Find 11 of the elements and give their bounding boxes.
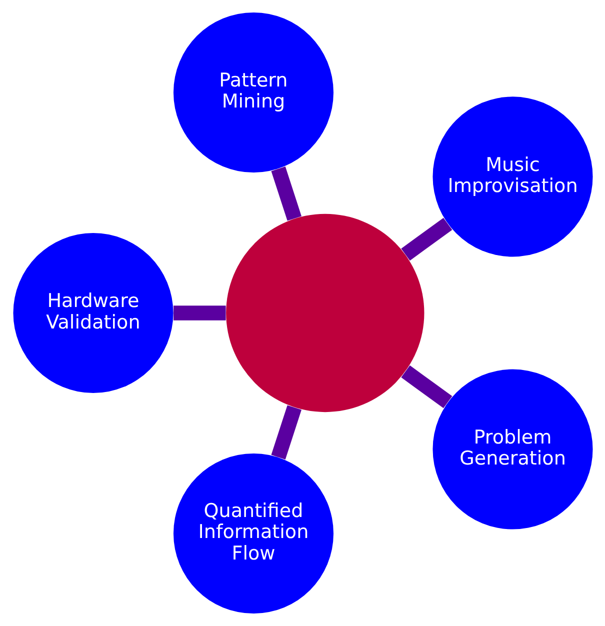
connector (400, 365, 452, 408)
node-circle: Pattern Mining (172, 12, 333, 172)
node-circle: Music Improvisation (432, 96, 592, 257)
node-circle: Quantified Information Flow (172, 454, 333, 614)
connector (173, 306, 226, 320)
connector (400, 218, 452, 261)
node-circle: Hardware Validation (12, 232, 173, 393)
node-circle (226, 214, 424, 412)
node-circle: Problem Generation (432, 369, 592, 530)
connector (270, 405, 301, 460)
connector (270, 166, 301, 221)
